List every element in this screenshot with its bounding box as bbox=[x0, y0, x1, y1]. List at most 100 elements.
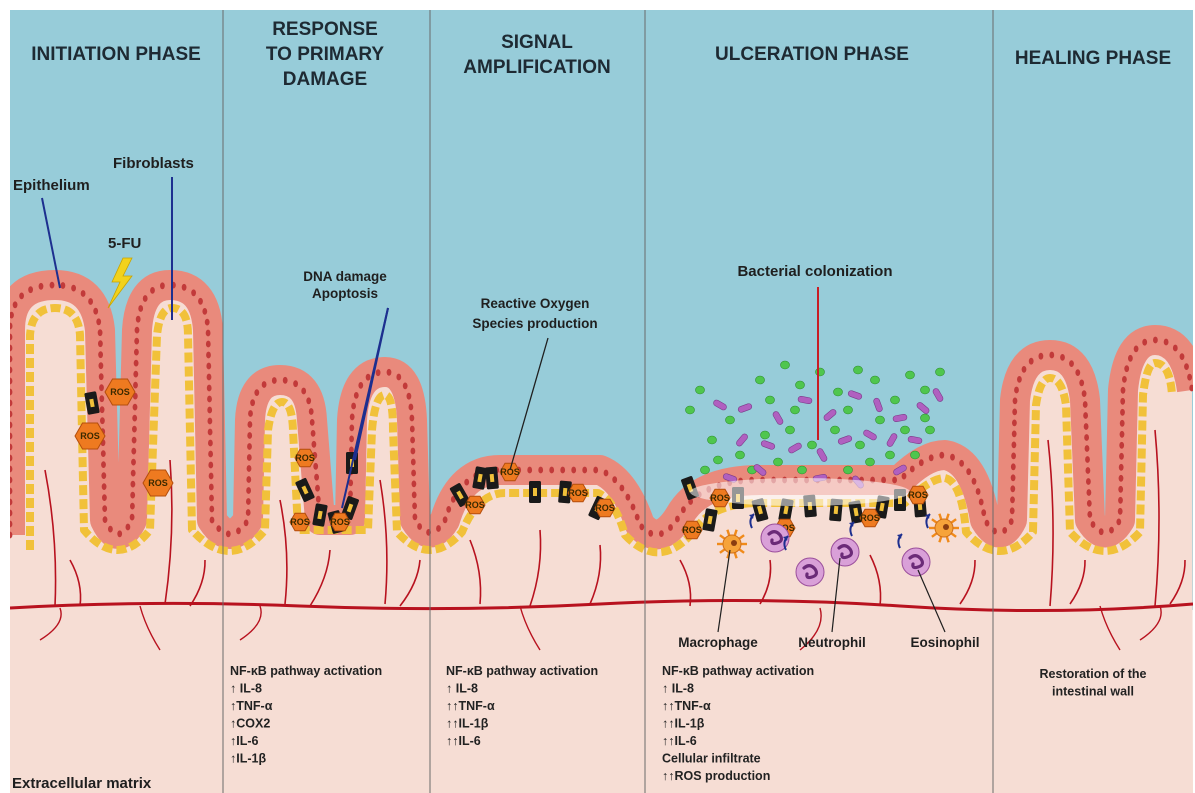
epithelial-nucleus bbox=[101, 472, 106, 479]
epithelial-nucleus bbox=[134, 338, 139, 345]
ros-text: ROS bbox=[860, 513, 880, 523]
bacteria-icon bbox=[686, 406, 695, 414]
epithelial-nucleus bbox=[979, 499, 984, 506]
ros-icon: ROS bbox=[500, 463, 520, 480]
epithelial-nucleus bbox=[631, 504, 636, 511]
label-apoptosis: Apoptosis bbox=[312, 286, 378, 301]
epithelial-nucleus bbox=[8, 455, 13, 462]
ros-icon: ROS bbox=[710, 489, 730, 506]
epithelial-nucleus bbox=[103, 516, 108, 523]
epithelial-nucleus bbox=[929, 454, 934, 461]
epithelial-nucleus bbox=[130, 503, 135, 510]
label-ros-production-line1: Reactive Oxygen bbox=[481, 296, 590, 311]
epithelial-nucleus bbox=[403, 383, 408, 390]
epithelial-nucleus bbox=[966, 468, 971, 475]
epithelial-nucleus bbox=[126, 524, 131, 531]
epithelial-nucleus bbox=[412, 503, 417, 510]
epithelial-nucleus bbox=[1075, 369, 1080, 376]
epithelial-nucleus bbox=[1012, 409, 1017, 416]
epithelial-nucleus bbox=[96, 318, 101, 325]
bacteria-icon bbox=[781, 361, 790, 369]
epithelial-nucleus bbox=[248, 410, 253, 417]
marker-item: ↑↑IL-1β bbox=[446, 717, 489, 731]
epithelial-nucleus bbox=[919, 459, 924, 466]
damaged-cell bbox=[485, 467, 499, 490]
epithelial-nucleus bbox=[1164, 339, 1169, 346]
epithelial-nucleus bbox=[226, 531, 231, 538]
ros-text: ROS bbox=[682, 525, 702, 535]
marker-item: Cellular infiltrate bbox=[662, 752, 761, 766]
epithelial-nucleus bbox=[98, 340, 103, 347]
epithelial-nucleus bbox=[301, 388, 306, 395]
epithelial-nucleus bbox=[1012, 431, 1017, 438]
ros-text: ROS bbox=[465, 500, 485, 510]
epithelial-nucleus bbox=[1010, 496, 1015, 503]
epithelial-nucleus bbox=[972, 478, 977, 485]
epithelial-nucleus bbox=[1189, 385, 1194, 392]
epithelial-nucleus bbox=[350, 414, 355, 421]
epithelial-nucleus bbox=[366, 374, 371, 381]
marker-item: ↑ IL-8 bbox=[230, 682, 262, 696]
epithelial-nucleus bbox=[1084, 423, 1089, 430]
epithelial-nucleus bbox=[246, 498, 251, 505]
epithelial-nucleus bbox=[1124, 365, 1129, 372]
epithelial-nucleus bbox=[1002, 527, 1007, 534]
epithelial-nucleus bbox=[131, 481, 136, 488]
epithelial-nucleus bbox=[881, 477, 886, 484]
epithelial-nucleus bbox=[28, 286, 33, 293]
epithelial-nucleus bbox=[635, 514, 640, 521]
bacteria-icon bbox=[911, 451, 920, 459]
epithelial-nucleus bbox=[102, 505, 107, 512]
epithelial-nucleus bbox=[675, 516, 680, 523]
marker-item: ↑↑TNF-α bbox=[662, 699, 711, 713]
label-bacterial-colonization: Bacterial colonization bbox=[737, 263, 892, 280]
epithelial-nucleus bbox=[208, 451, 213, 458]
epithelial-nucleus bbox=[8, 477, 13, 484]
bacteria-icon bbox=[714, 456, 723, 464]
epithelial-nucleus bbox=[135, 327, 140, 334]
epithelial-nucleus bbox=[612, 476, 617, 483]
epithelial-nucleus bbox=[1118, 486, 1123, 493]
ros-icon: ROS bbox=[465, 496, 485, 513]
ros-text: ROS bbox=[80, 431, 100, 441]
epithelial-nucleus bbox=[358, 382, 363, 389]
epithelial-nucleus bbox=[1119, 453, 1124, 460]
epithelial-nucleus bbox=[250, 399, 255, 406]
epithelial-nucleus bbox=[620, 485, 625, 492]
epithelial-nucleus bbox=[464, 479, 469, 486]
epithelial-nucleus bbox=[50, 282, 55, 289]
bacteria-icon bbox=[901, 426, 910, 434]
epithelial-nucleus bbox=[254, 389, 259, 396]
epithelial-nucleus bbox=[130, 492, 135, 499]
epithelial-nucleus bbox=[206, 330, 211, 337]
damaged-cell-nucleus bbox=[834, 506, 839, 514]
epithelial-nucleus bbox=[1014, 387, 1019, 394]
epithelial-nucleus bbox=[98, 351, 103, 358]
epithelial-nucleus bbox=[1083, 412, 1088, 419]
epithelial-nucleus bbox=[950, 454, 955, 461]
marker-item: ↑TNF-α bbox=[230, 699, 273, 713]
epithelial-nucleus bbox=[1122, 376, 1127, 383]
label-macrophage: Macrophage bbox=[678, 635, 758, 650]
marker-item: ↑↑ROS production bbox=[662, 769, 770, 783]
epithelial-nucleus bbox=[8, 466, 13, 473]
epithelial-nucleus bbox=[306, 397, 311, 404]
phase-title-initiation: INITIATION PHASE bbox=[31, 44, 201, 65]
epithelial-nucleus bbox=[99, 373, 104, 380]
epithelial-nucleus bbox=[182, 284, 187, 291]
epithelial-nucleus bbox=[206, 341, 211, 348]
epithelial-nucleus bbox=[1012, 420, 1017, 427]
epithelial-nucleus bbox=[130, 514, 135, 521]
epithelial-nucleus bbox=[411, 459, 416, 466]
bacteria-icon bbox=[871, 376, 880, 384]
marker-item: NF-κB pathway activation bbox=[662, 664, 814, 678]
epithelial-nucleus bbox=[99, 395, 104, 402]
ros-text: ROS bbox=[148, 478, 168, 488]
epithelial-nucleus bbox=[1142, 339, 1147, 346]
epithelial-nucleus bbox=[206, 363, 211, 370]
epithelial-nucleus bbox=[1120, 420, 1125, 427]
epithelial-nucleus bbox=[98, 329, 103, 336]
epithelial-nucleus bbox=[1086, 478, 1091, 485]
ros-icon: ROS bbox=[290, 513, 310, 530]
